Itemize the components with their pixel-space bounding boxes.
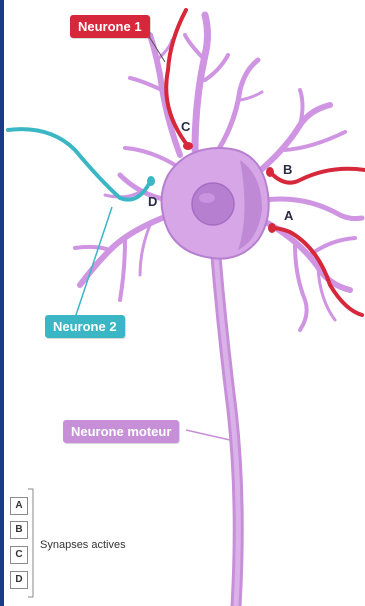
synapse-terminal-a <box>268 223 276 233</box>
synapse-terminal-d <box>147 176 155 186</box>
legend-box-c: C <box>10 546 28 564</box>
synapse-label-a: A <box>284 208 293 223</box>
synapse-label-d: D <box>148 194 157 209</box>
label-neurone-moteur: Neurone moteur <box>63 420 179 443</box>
legend-box-b: B <box>10 521 28 539</box>
neurone2-axon <box>8 129 150 199</box>
leader-moteur <box>186 430 230 440</box>
legend-box-a: A <box>10 497 28 515</box>
frame-border <box>0 0 4 606</box>
legend-box-d: D <box>10 571 28 589</box>
nucleus <box>192 183 234 225</box>
label-neurone2: Neurone 2 <box>45 315 125 338</box>
legend-bracket <box>28 489 33 597</box>
synapse-label-b: B <box>283 162 292 177</box>
synapse-terminal-c <box>183 142 193 150</box>
legend-text: Synapses actives <box>40 539 126 551</box>
synapse-label-c: C <box>181 119 190 134</box>
nucleus-highlight <box>199 193 215 203</box>
leader-neurone2 <box>75 207 112 318</box>
synapse-terminal-b <box>266 167 274 177</box>
label-neurone1: Neurone 1 <box>70 15 150 38</box>
